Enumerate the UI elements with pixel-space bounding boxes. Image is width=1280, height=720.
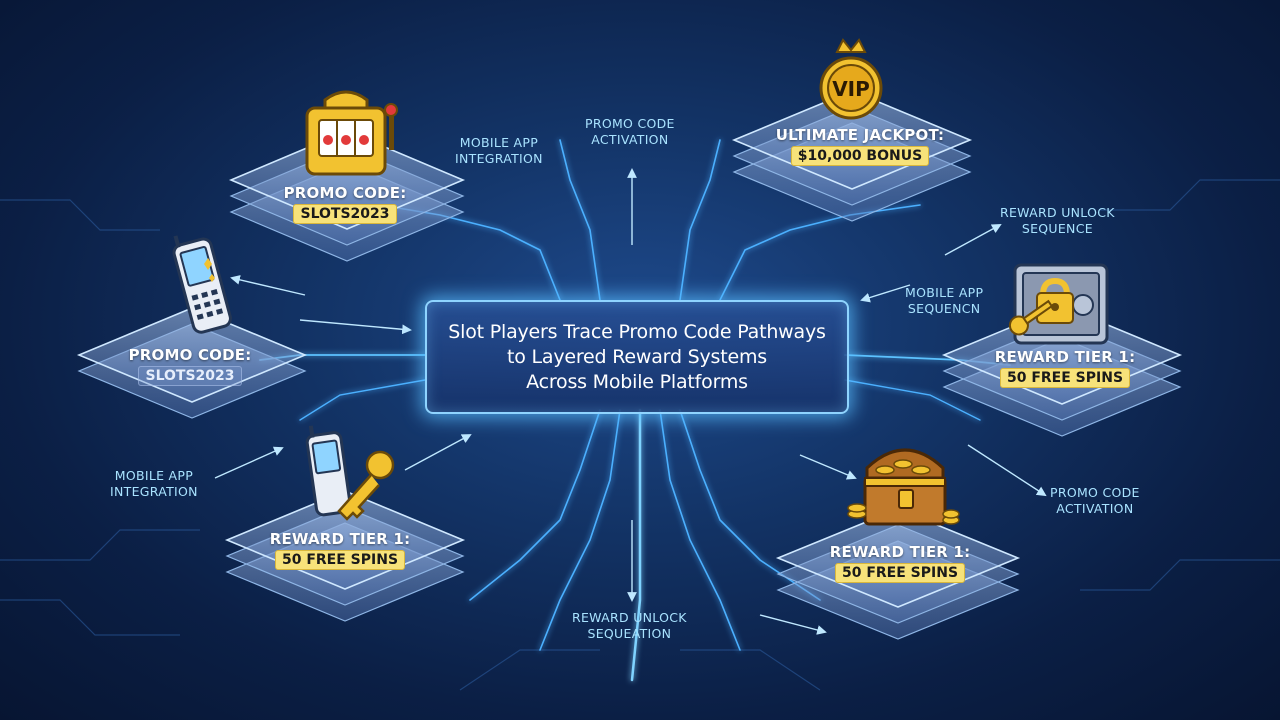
node-chest-badge: 50 FREE SPINS bbox=[834, 563, 966, 583]
arrow-mobile-left bbox=[230, 275, 306, 296]
node-vip-badge: $10,000 BONUS bbox=[790, 146, 930, 166]
platform-phone-layer bbox=[76, 307, 308, 403]
node-slot-machine-badge: SLOTS2023 bbox=[293, 204, 397, 224]
sparkle-icon bbox=[204, 258, 215, 282]
node-vip-title: ULTIMATE JACKPOT: bbox=[775, 126, 945, 144]
node-slot-machine-title: PROMO CODE: bbox=[283, 184, 407, 202]
arrow-phonekey-up bbox=[404, 434, 472, 471]
node-vault: REWARD TIER 1: 50 FREE SPINS bbox=[975, 348, 1155, 388]
flip-phone-icon bbox=[172, 235, 232, 334]
node-chest: REWARD TIER 1: 50 FREE SPINS bbox=[810, 543, 990, 583]
label-mobile-integration-top: MOBILE APP INTEGRATION bbox=[455, 135, 543, 166]
arrow-to-chest bbox=[799, 454, 857, 480]
central-title-panel: Slot Players Trace Promo Code Pathways t… bbox=[425, 300, 849, 414]
node-vip: ULTIMATE JACKPOT: $10,000 BONUS bbox=[755, 126, 965, 166]
label-mobile-sequence-right: MOBILE APP SEQUENCN bbox=[905, 285, 984, 316]
node-phone-title: PROMO CODE: bbox=[128, 346, 252, 364]
arrow-bottom-right bbox=[759, 614, 827, 635]
platform-slot-machine bbox=[228, 130, 466, 262]
node-phone-key-title: REWARD TIER 1: bbox=[269, 530, 411, 548]
node-slot-machine: PROMO CODE: SLOTS2023 bbox=[255, 184, 435, 224]
phone-key-icon bbox=[305, 425, 395, 521]
node-vault-title: REWARD TIER 1: bbox=[994, 348, 1136, 366]
background-circuits bbox=[0, 179, 1280, 691]
title-line-2: to Layered Reward Systems bbox=[506, 345, 767, 368]
label-reward-unlock-bottom: REWARD UNLOCK SEQUEATION bbox=[572, 610, 687, 641]
arrow-chest-activation bbox=[967, 444, 1047, 497]
arrow-left-mobile bbox=[214, 446, 284, 479]
flow-arrows bbox=[214, 168, 1047, 635]
arrow-phone-to-center bbox=[299, 319, 412, 335]
node-phone-badge: SLOTS2023 bbox=[138, 366, 242, 386]
label-promo-activation-top: PROMO CODE ACTIVATION bbox=[585, 116, 675, 147]
node-chest-title: REWARD TIER 1: bbox=[829, 543, 971, 561]
platform-phone bbox=[76, 307, 308, 419]
node-vault-badge: 50 FREE SPINS bbox=[999, 368, 1131, 388]
vip-emblem-text: VIP bbox=[832, 77, 870, 101]
label-reward-sequence-right: REWARD UNLOCK SEQUENCE bbox=[1000, 205, 1115, 236]
node-phone: PROMO CODE: SLOTS2023 bbox=[100, 346, 280, 386]
label-mobile-integration-left: MOBILE APP INTEGRATION bbox=[110, 468, 198, 499]
arrow-right-to-vault bbox=[944, 224, 1002, 256]
slot-machine-icon bbox=[305, 90, 398, 176]
node-phone-key-badge: 50 FREE SPINS bbox=[274, 550, 406, 570]
label-promo-activation-right: PROMO CODE ACTIVATION bbox=[1050, 485, 1140, 516]
title-line-3: Across Mobile Platforms bbox=[526, 370, 748, 393]
vip-crown-icon: VIP bbox=[819, 38, 883, 120]
vault-lock-icon bbox=[1008, 263, 1109, 345]
title-line-1: Slot Players Trace Promo Code Pathways bbox=[448, 320, 826, 343]
treasure-chest-icon bbox=[847, 448, 960, 526]
node-phone-key: REWARD TIER 1: 50 FREE SPINS bbox=[250, 530, 430, 570]
arrow-mobile-seq bbox=[860, 284, 911, 303]
platform-slot-machine-layer bbox=[228, 130, 466, 230]
